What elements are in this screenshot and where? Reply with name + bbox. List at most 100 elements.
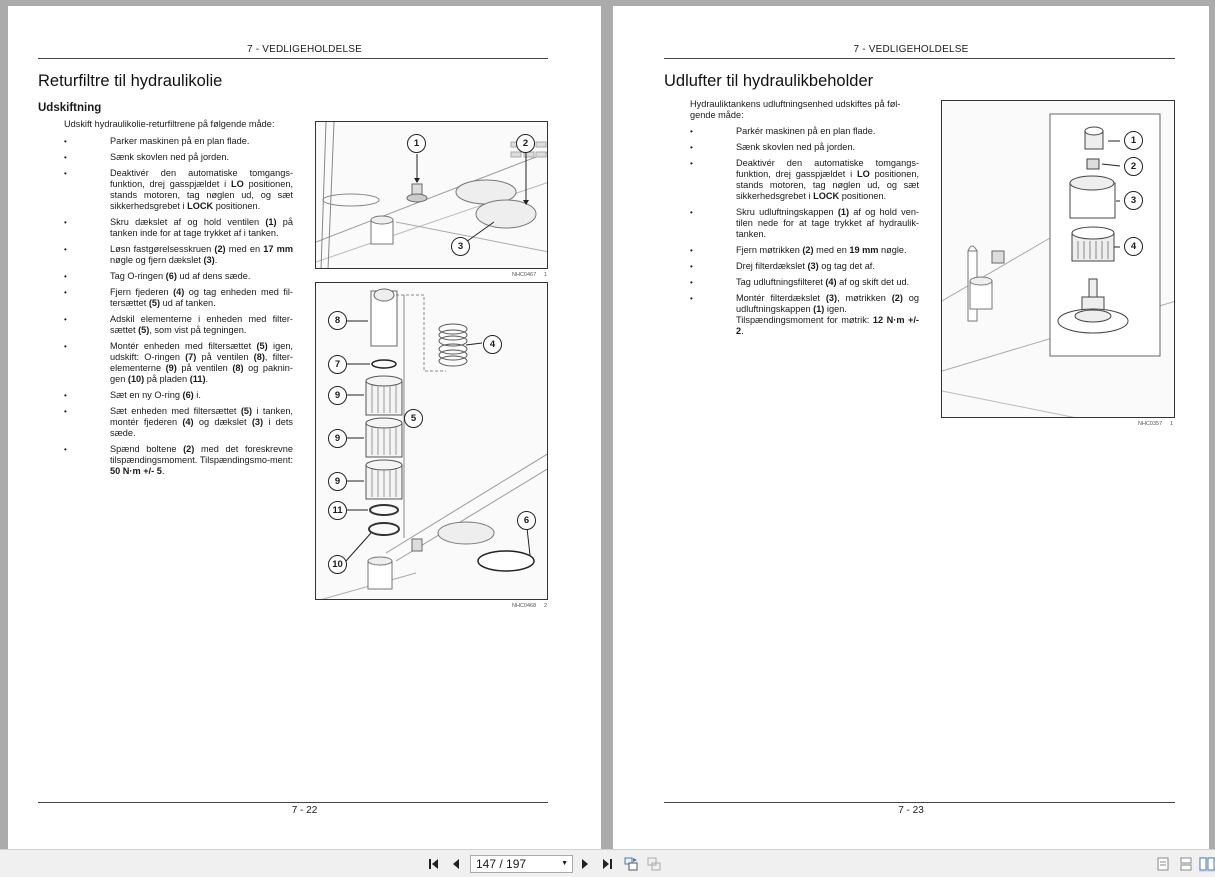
step-text: Sæt en ny O-ring (6) i.	[110, 390, 201, 400]
page-number: 7 - 22	[291, 805, 318, 816]
figure-breather-assembly: 1 2 3 4	[941, 100, 1175, 418]
step-text: Løsn fastgørelsesskruen (2) med en 17 mm…	[110, 244, 293, 265]
step-text: Spænd boltene (2) med det foreskrevne ti…	[110, 444, 293, 476]
next-page-button[interactable]	[578, 857, 592, 871]
step-item: • Fjern møtrikken (2) med en 19 mm nøgle.	[690, 245, 919, 256]
page-number: 7 - 23	[898, 805, 924, 816]
previous-page-button[interactable]	[449, 857, 463, 871]
viewer-toolbar: 147 / 197 ▼	[0, 849, 1215, 877]
step-text: Tag udluftningsfilteret (4) af og skift …	[736, 277, 910, 287]
step-text: Skru udluftningskappen (1) af og hold ve…	[736, 207, 919, 239]
step-item: •Skru dækslet af og hold ventilen (1) på…	[64, 217, 293, 239]
callout-4: 4	[1124, 237, 1143, 256]
step-text: Fjern møtrikken (2) med en 19 mm nøgle.	[736, 245, 907, 255]
step-item: • Deaktivér den automatiske tomgangs-funk…	[690, 158, 919, 202]
step-item: •Sæt en ny O-ring (6) i.	[64, 390, 293, 401]
fit-view-button[interactable]	[647, 857, 661, 871]
step-item: • Adskil elementerne i enheden med filter…	[64, 314, 293, 336]
step-list: •Parker maskinen på en plan flade.•Sænk …	[64, 136, 293, 482]
document-viewport[interactable]: 7 - VEDLIGEHOLDELSE Returfiltre til hydr…	[0, 0, 1215, 849]
rotate-view-button[interactable]	[624, 857, 638, 871]
bullet-icon: •	[64, 288, 67, 297]
page-7-22: 7 - VEDLIGEHOLDELSE Returfiltre til hydr…	[8, 6, 601, 849]
single-page-view-button[interactable]	[1157, 857, 1171, 872]
callout-9b: 9	[328, 429, 347, 448]
first-page-button[interactable]	[427, 857, 441, 871]
step-item: • Parker maskinen på en plan flade.	[64, 136, 293, 147]
step-text: Sænk skovlen ned på jorden.	[110, 152, 230, 162]
step-item: •Montér enheden med filtersættet (5) ige…	[64, 341, 293, 385]
callout-5: 5	[404, 409, 423, 428]
first-page-icon	[429, 859, 438, 869]
bullet-icon: •	[64, 137, 67, 146]
callout-9c: 9	[328, 472, 347, 491]
step-text: Montér enheden med filtersættet (5) igen…	[110, 341, 293, 384]
step-text: Adskil elementerne i enheden med filter-…	[110, 314, 293, 335]
figure-code: NHC0357	[1138, 421, 1163, 427]
step-item: •Sænk skovlen ned på jorden.	[64, 152, 293, 163]
bullet-icon: •	[64, 315, 67, 324]
page-header: 7 - VEDLIGEHOLDELSE	[247, 44, 362, 55]
bullet-icon: •	[64, 169, 67, 178]
page-number-value: 147 / 197	[476, 857, 527, 871]
step-item: • Tag udluftningsfilteret (4) af og skift…	[690, 277, 919, 288]
figure-code: NHC0467	[512, 272, 537, 278]
callout-2: 2	[1124, 157, 1143, 176]
callout-7: 7	[328, 355, 347, 374]
page-overlay-icon	[647, 857, 661, 871]
callout-6: 6	[517, 511, 536, 530]
page-7-23: 7 - VEDLIGEHOLDELSE Udlufter til hydraul…	[613, 6, 1209, 849]
step-item: •Spænd boltene (2) med det foreskrevne t…	[64, 444, 293, 477]
page-number-select[interactable]: 147 / 197 ▼	[470, 855, 573, 873]
next-page-icon	[582, 859, 588, 869]
callout-3: 3	[451, 237, 470, 256]
step-item: • Løsn fastgørelsesskruen (2) med en 17 m…	[64, 244, 293, 266]
continuous-page-icon	[1180, 857, 1192, 871]
figure-filter-assembly: 8 7 9 9 9 11 10 4 5 6	[315, 282, 548, 600]
footer-rule	[664, 802, 1175, 803]
bullet-icon: •	[690, 246, 693, 255]
step-text: Sænk skovlen ned på jorden.	[736, 142, 856, 152]
step-item: • Sænk skovlen ned på jorden.	[690, 142, 919, 153]
subsection-title: Udskiftning	[38, 102, 102, 114]
step-text: Deaktivér den automatiske tomgangs-funkt…	[736, 158, 920, 201]
bullet-icon: •	[64, 218, 67, 227]
section-title: Returfiltre til hydraulikolie	[38, 72, 223, 90]
continuous-view-button[interactable]	[1180, 857, 1194, 872]
tank-illustration	[316, 122, 547, 268]
step-text: Parker maskinen på en plan flade.	[110, 136, 250, 146]
figure-number: 2	[544, 603, 548, 609]
figure-number: 1	[544, 272, 548, 278]
bullet-icon: •	[690, 294, 693, 303]
single-page-icon	[1157, 857, 1169, 871]
step-list: •Parkér maskinen på en plan flade. • Sænk …	[690, 126, 919, 342]
callout-2: 2	[516, 134, 535, 153]
bullet-icon: •	[690, 159, 693, 168]
step-item: • Sæt enheden med filtersættet (5) i tank…	[64, 406, 293, 439]
step-text: Montér filterdækslet (3), møtrikken (2) …	[736, 293, 920, 336]
facing-pages-view-button[interactable]	[1199, 857, 1215, 872]
last-page-icon	[603, 859, 612, 869]
step-text: Tag O-ringen (6) ud af dens sæde.	[110, 271, 251, 281]
page-header: 7 - VEDLIGEHOLDELSE	[853, 44, 969, 55]
figure-number: 1	[1170, 421, 1174, 427]
bullet-icon: •	[64, 407, 67, 416]
step-item: •Drej filterdækslet (3) og tag det af.	[690, 261, 919, 272]
step-item: •Parkér maskinen på en plan flade.	[690, 126, 919, 137]
dropdown-arrow-icon: ▼	[561, 860, 568, 867]
last-page-button[interactable]	[600, 857, 614, 871]
callout-10: 10	[328, 555, 347, 574]
step-item: •Fjern fjederen (4) og tag enheden med f…	[64, 287, 293, 309]
filter-exploded-illustration	[321, 288, 547, 599]
step-item: • Montér filterdækslet (3), møtrikken (2)…	[690, 293, 919, 337]
previous-page-icon	[453, 859, 459, 869]
callout-1: 1	[407, 134, 426, 153]
callout-1: 1	[1124, 131, 1143, 150]
bullet-icon: •	[690, 143, 693, 152]
step-text: Sæt enheden med filtersættet (5) i tanke…	[110, 406, 294, 438]
bullet-icon: •	[690, 278, 693, 287]
step-item: •Deaktivér den automatiske tomgangs-funk…	[64, 168, 293, 212]
figure-code: NHC0468	[512, 603, 537, 609]
bullet-icon: •	[690, 262, 693, 271]
bullet-icon: •	[64, 245, 67, 254]
